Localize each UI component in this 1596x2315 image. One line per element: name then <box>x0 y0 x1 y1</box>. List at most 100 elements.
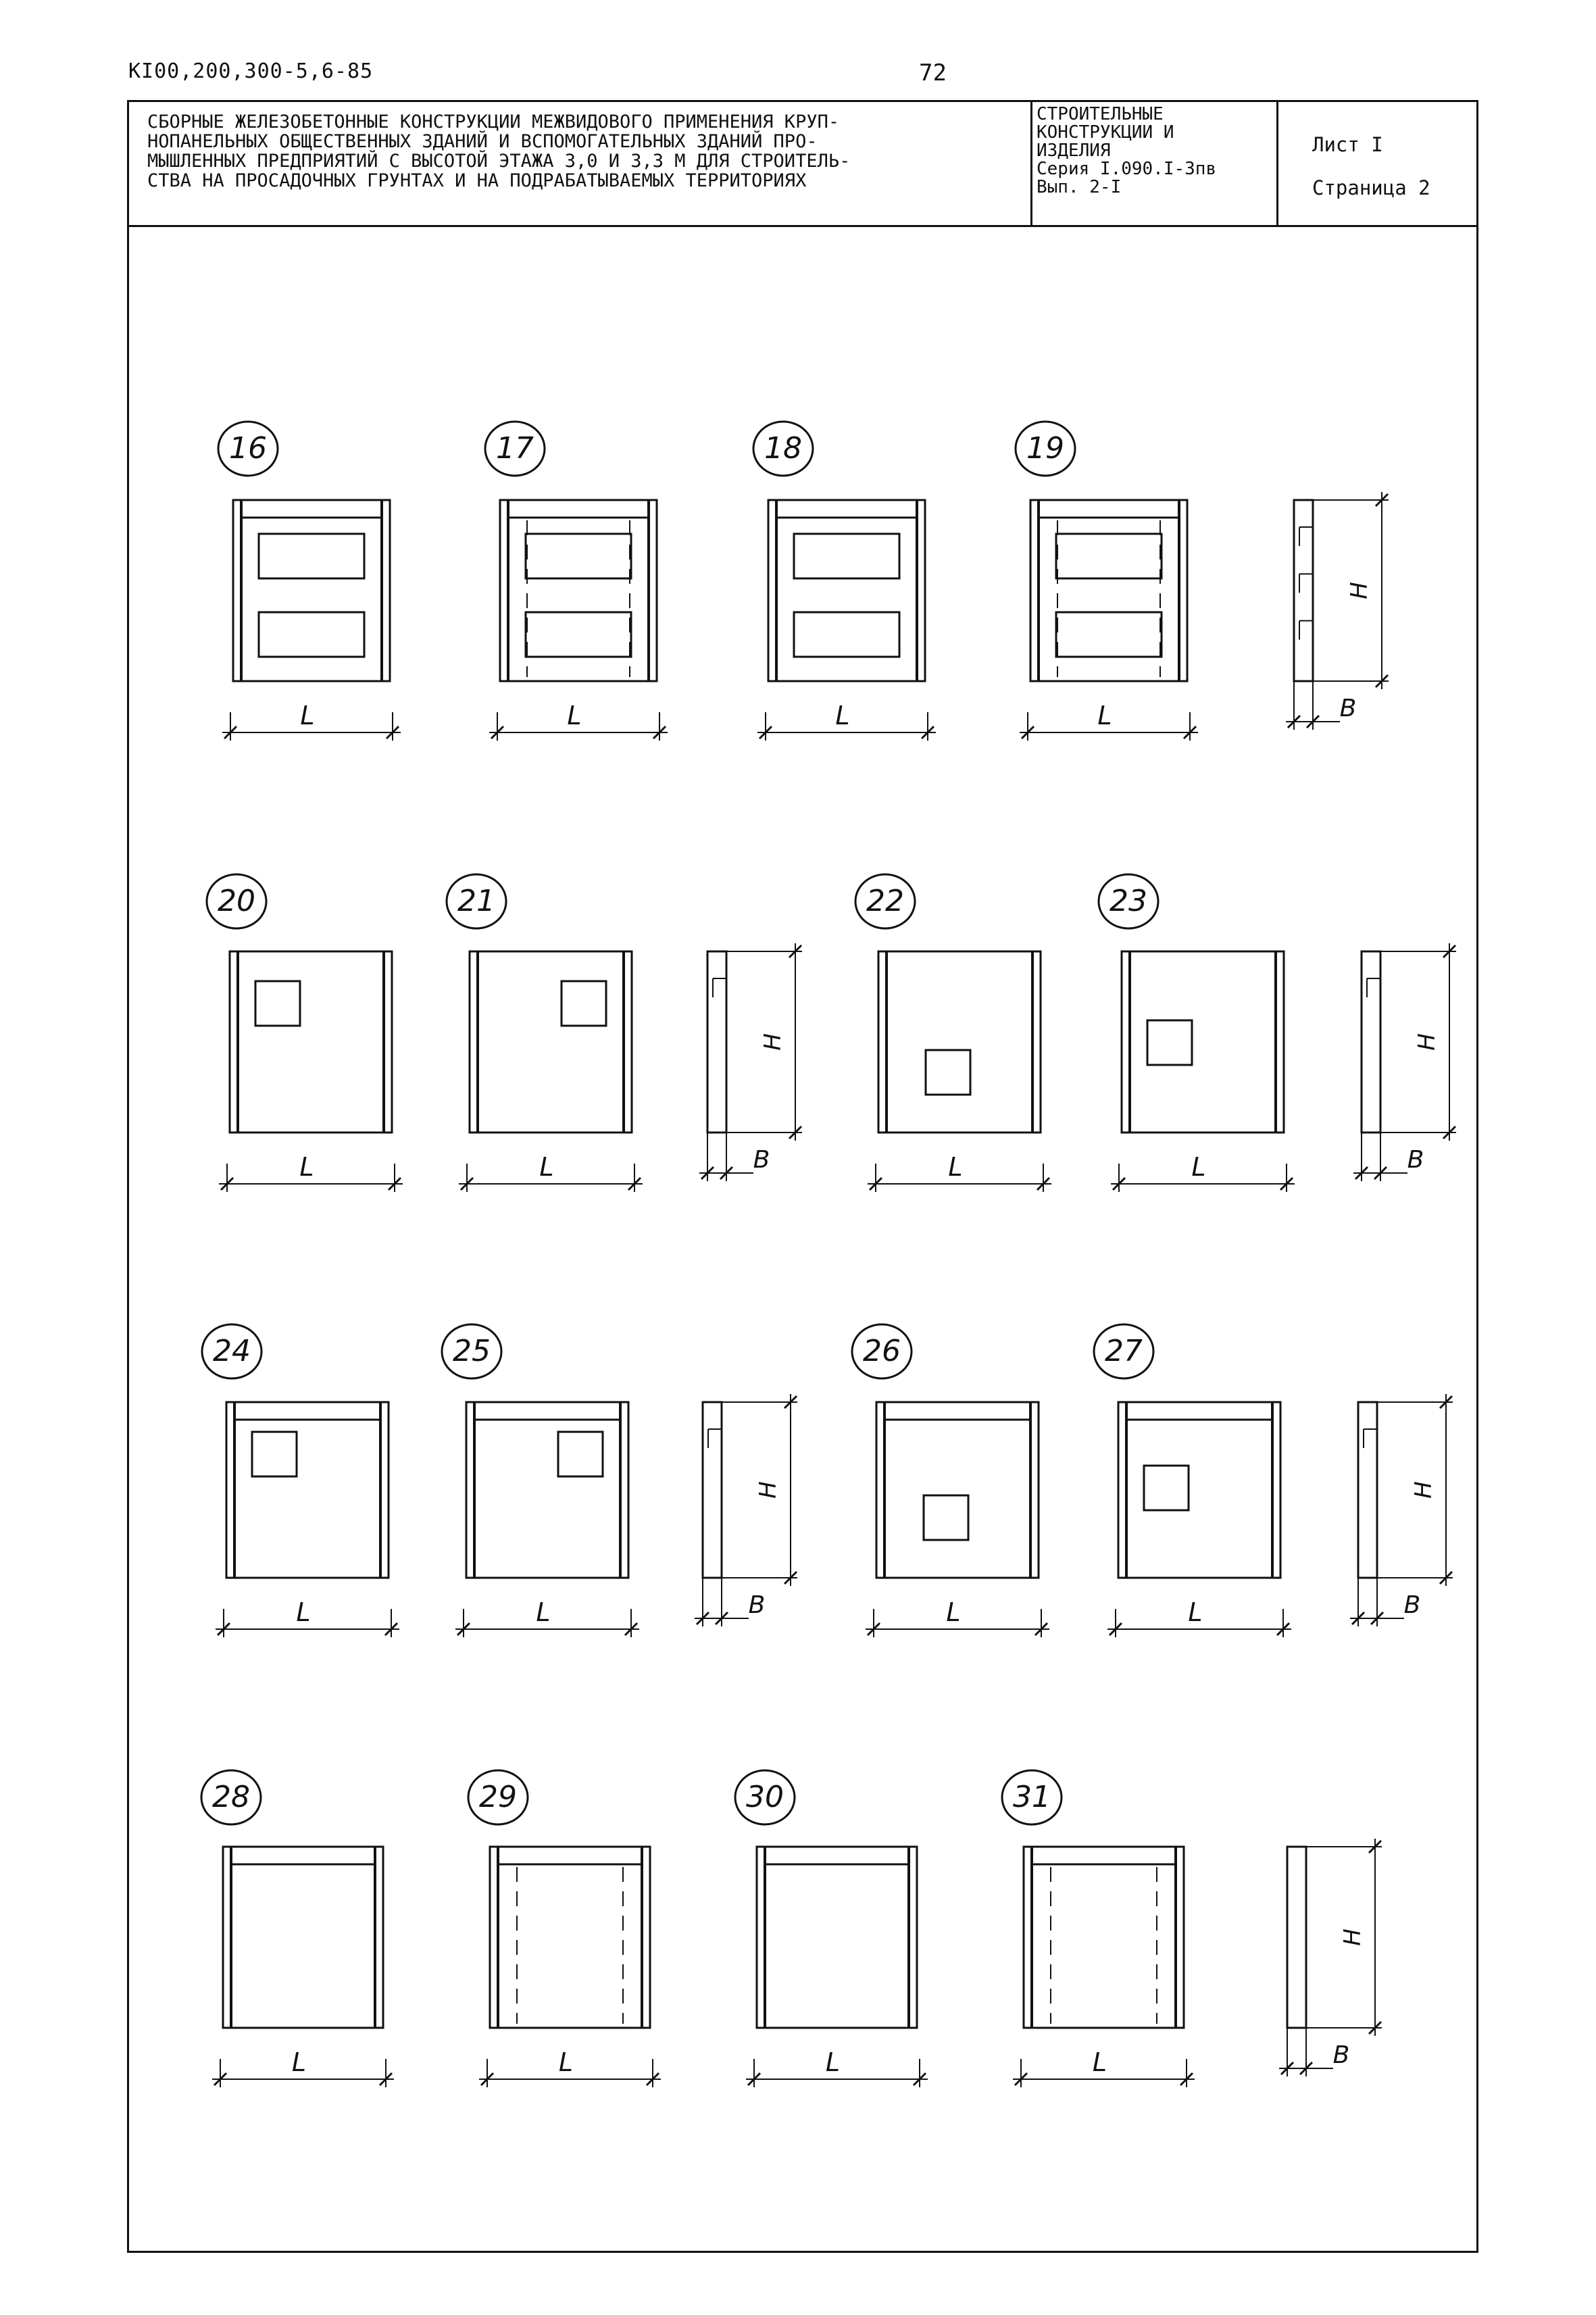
panel-outline <box>1120 950 1285 1134</box>
panel-outline <box>468 950 633 1134</box>
panel-outline <box>875 1401 1040 1579</box>
panel-number-circle <box>467 1769 529 1826</box>
dimension-tick <box>1276 1622 1291 1637</box>
panel-opening <box>793 532 901 580</box>
panel-outline <box>228 950 393 1134</box>
dimension-tick <box>920 725 935 740</box>
panel-number: 29 <box>479 1780 517 1814</box>
panel-number: 31 <box>1013 1780 1051 1814</box>
title-block-series: СТРОИТЕЛЬНЫЕ КОНСТРУКЦИИ И ИЗДЕЛИЯ Серия… <box>1032 100 1278 225</box>
dimension-tick <box>695 1611 710 1626</box>
title-line: СБОРНЫЕ ЖЕЛЕЗОБЕТОННЫЕ КОНСТРУКЦИИ МЕЖВИ… <box>147 111 840 132</box>
dimension-tick <box>490 725 505 740</box>
dimension-tick <box>378 2072 393 2087</box>
series-line: ИЗДЕЛИЯ <box>1037 141 1111 161</box>
dimension-tick <box>758 725 773 740</box>
dimension-tick <box>1373 1166 1388 1180</box>
dimension-tick <box>1279 1176 1294 1191</box>
dimension-tick <box>1287 714 1301 729</box>
panel-opening <box>524 611 632 658</box>
dimension-label-L: L <box>946 1597 960 1627</box>
panel-window <box>924 1049 972 1096</box>
series-line: КОНСТРУКЦИИ И <box>1037 122 1174 143</box>
dimension-label-L: L <box>826 2047 840 2077</box>
dimension-tick <box>480 2072 495 2087</box>
dimension-tick <box>866 1622 881 1637</box>
dimension-tick <box>459 1176 474 1191</box>
dimension-label-B: B <box>1333 2041 1350 2069</box>
panel-window <box>560 980 607 1027</box>
dimension-label-L: L <box>296 1597 310 1627</box>
dimension-tick <box>456 1622 471 1637</box>
dimension-label-H: H <box>755 1481 782 1499</box>
drawing-frame <box>127 100 1478 2253</box>
dimension-tick <box>1034 1622 1049 1637</box>
dimension-tick <box>1108 1622 1123 1637</box>
panel-number-circle <box>441 1323 503 1380</box>
panel-opening <box>1055 611 1163 658</box>
panel-number: 27 <box>1105 1334 1143 1368</box>
panel-number: 19 <box>1026 431 1064 466</box>
panel-number-circle <box>1001 1769 1063 1826</box>
dimension-tick <box>1299 2061 1314 2076</box>
dimension-tick <box>1280 2061 1295 2076</box>
panel-number-circle <box>734 1769 796 1826</box>
document-code: КI00,200,300-5,6-85 <box>128 59 374 83</box>
dimension-tick <box>714 1611 729 1626</box>
panel-outline <box>1022 1845 1185 2029</box>
series-line: Серия I.090.I-3пв <box>1037 159 1217 179</box>
dimension-tick <box>627 1176 642 1191</box>
dimension-label-L: L <box>567 701 581 730</box>
dimension-tick <box>652 725 667 740</box>
panel-outline <box>222 1845 384 2029</box>
dimension-label-L: L <box>1097 701 1112 730</box>
panel-opening <box>1055 532 1163 580</box>
panel-outline <box>1117 1401 1282 1579</box>
dimension-tick <box>1305 714 1320 729</box>
dimension-label-H: H <box>1346 582 1373 599</box>
dimension-tick <box>645 2072 660 2087</box>
dimension-tick <box>912 2072 927 2087</box>
dimension-tick <box>868 1176 883 1191</box>
dimension-label-L: L <box>559 2047 573 2077</box>
dimension-label-H: H <box>759 1033 787 1051</box>
dimension-tick <box>1036 1176 1051 1191</box>
panel-outline <box>499 499 658 682</box>
panel-number-circle <box>201 1323 263 1380</box>
panel-number-circle <box>1014 420 1076 477</box>
dimension-tick <box>719 1166 734 1180</box>
panel-number-circle <box>445 873 507 930</box>
panel-outline <box>489 1845 651 2029</box>
dimension-tick <box>1354 1166 1369 1180</box>
panel-number: 18 <box>764 431 802 466</box>
dimension-label-L: L <box>292 2047 306 2077</box>
dimension-tick <box>747 2072 762 2087</box>
title-line: СТВА НА ПРОСАДОЧНЫХ ГРУНТАХ И НА ПОДРАБА… <box>147 170 807 191</box>
dimension-tick <box>700 1166 715 1180</box>
dimension-tick <box>216 1622 231 1637</box>
panel-window <box>557 1430 604 1478</box>
dimension-label-B: B <box>753 1146 770 1174</box>
panel-number-circle <box>200 1769 262 1826</box>
section-outline <box>1286 1845 1307 2029</box>
panel-number: 22 <box>866 884 904 918</box>
section-outline <box>706 950 728 1134</box>
panel-number-circle <box>1097 873 1159 930</box>
dimension-tick <box>1182 725 1197 740</box>
dimension-tick <box>624 1622 639 1637</box>
panel-opening <box>524 532 632 580</box>
panel-number: 25 <box>453 1334 491 1368</box>
panel-opening <box>793 611 901 658</box>
panel-number: 28 <box>212 1780 250 1814</box>
title-line: НОПАНЕЛЬНЫХ ОБЩЕСТВЕННЫХ ЗДАНИЙ И ВСПОМО… <box>147 131 818 152</box>
panel-window <box>922 1494 970 1541</box>
dimension-label-L: L <box>299 1152 314 1182</box>
dimension-label-B: B <box>1407 1146 1424 1174</box>
panel-number: 16 <box>229 431 267 466</box>
dimension-tick <box>1179 2072 1194 2087</box>
panel-number-circle <box>205 873 268 930</box>
section-outline <box>1293 499 1314 682</box>
panel-number: 20 <box>218 884 255 918</box>
dimension-label-B: B <box>1340 695 1357 722</box>
